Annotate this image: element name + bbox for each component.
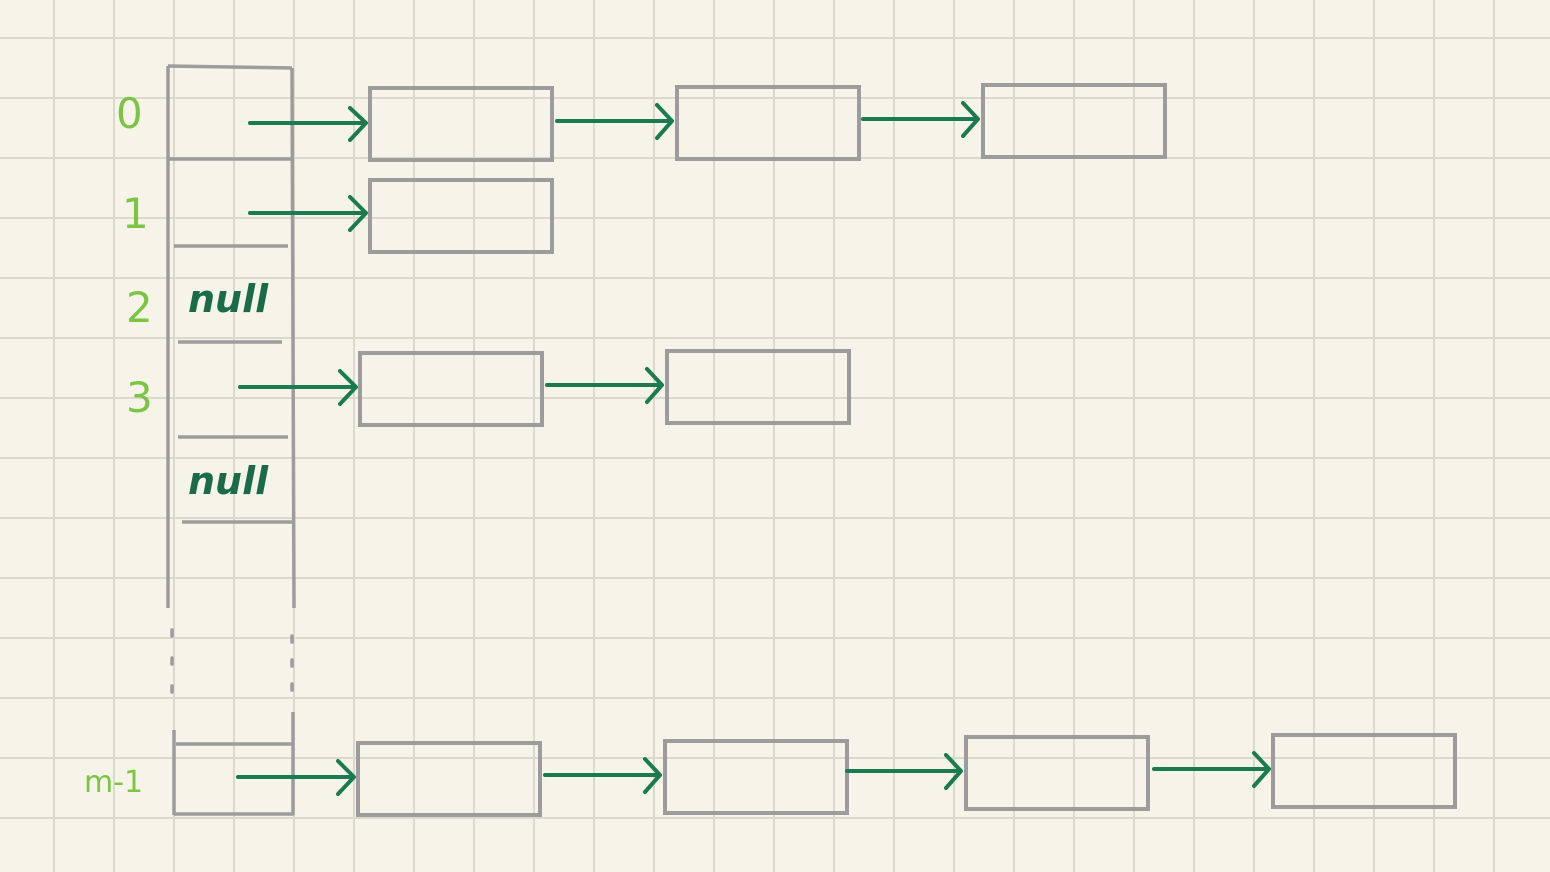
list-node — [358, 351, 544, 427]
arrow-head — [348, 195, 368, 232]
arrow-head — [643, 757, 662, 794]
chain-bucket-0 — [248, 83, 1167, 162]
bucket-index-0: 0 — [116, 89, 143, 138]
arrow-head — [961, 101, 980, 138]
list-node — [368, 178, 554, 254]
bucket-array — [166, 64, 296, 816]
list-node — [1271, 733, 1457, 809]
arrow-head — [645, 367, 664, 404]
list-node — [675, 85, 861, 161]
arrow-head — [336, 759, 356, 796]
arrow-head — [348, 106, 368, 142]
arrow-head — [1252, 751, 1271, 788]
bucket-index-2: 2 — [126, 283, 153, 332]
list-node — [964, 735, 1150, 811]
bucket-index-1: 1 — [122, 189, 149, 238]
null-label-bucket-2: null — [188, 277, 269, 321]
null-label-bucket-4: null — [188, 459, 269, 503]
list-node — [356, 741, 542, 817]
list-node — [981, 83, 1167, 159]
arrow-head — [944, 753, 963, 790]
list-node — [663, 739, 849, 815]
chain-bucket-3 — [238, 349, 851, 427]
arrow-head — [338, 369, 358, 406]
arrow-head — [655, 103, 674, 140]
list-node — [368, 86, 554, 162]
chain-bucket-1 — [248, 178, 554, 254]
bucket-index-last: m-1 — [84, 765, 143, 800]
list-node — [665, 349, 851, 425]
bucket-index-3: 3 — [126, 373, 153, 422]
chain-bucket-last — [236, 733, 1457, 817]
